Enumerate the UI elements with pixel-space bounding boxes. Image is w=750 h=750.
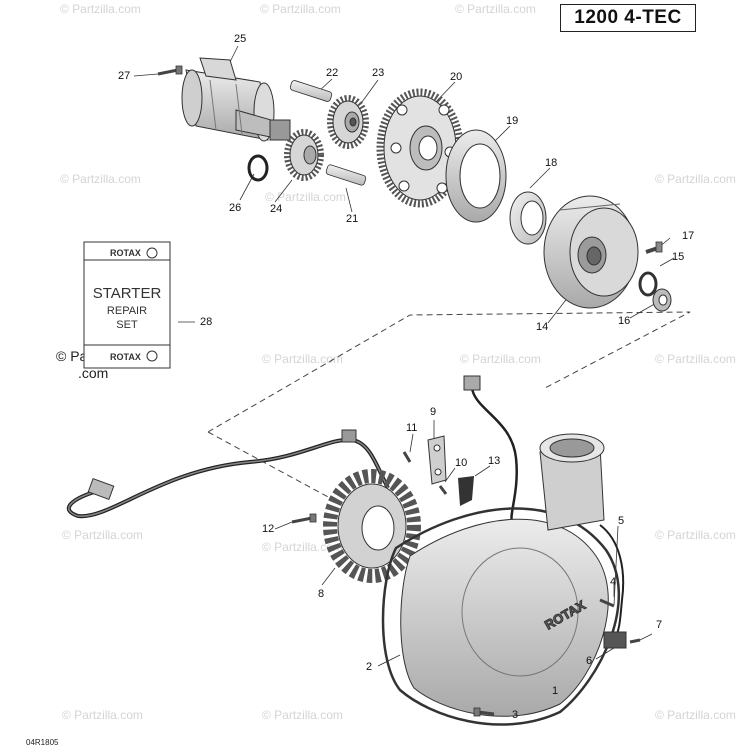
callout-9: 9 [430, 406, 436, 418]
callout-18: 18 [545, 157, 557, 169]
callout-25: 25 [234, 33, 246, 45]
callout-16: 16 [618, 315, 630, 327]
callout-4: 4 [610, 576, 616, 588]
callout-22: 22 [326, 67, 338, 79]
callout-5: 5 [618, 515, 624, 527]
screw-27 [157, 65, 183, 76]
callout-6: 6 [586, 655, 592, 667]
one-way-clutch-19 [445, 129, 507, 223]
model-title: 1200 4-TEC [574, 7, 682, 28]
callout-17: 17 [682, 230, 694, 242]
grommet-13 [458, 476, 474, 506]
callout-20: 20 [450, 71, 462, 83]
callout-12: 12 [262, 523, 274, 535]
callout-10: 10 [455, 457, 467, 469]
callout-1: 1 [552, 685, 558, 697]
callout-26: 26 [229, 202, 241, 214]
bushing-18 [509, 191, 547, 245]
callout-3: 3 [512, 709, 518, 721]
o-ring-26 [247, 154, 269, 182]
callout-7: 7 [656, 619, 662, 631]
gasket-2 [381, 507, 621, 726]
callout-11: 11 [406, 422, 417, 434]
retainer-plate-9 [427, 435, 447, 485]
starter-repair-set-box: ROTAX STARTER REPAIR SET ROTAX [83, 241, 171, 369]
nut-16 [652, 288, 672, 312]
flywheel-14 [543, 195, 639, 309]
bolt-17 [645, 241, 663, 254]
copyright-line: .com [78, 365, 109, 381]
callout-13: 13 [488, 455, 500, 467]
screw-12 [291, 513, 317, 524]
screw-10 [438, 485, 448, 495]
sensor-6 [603, 631, 627, 649]
repair-kit-line3: SET [116, 319, 138, 331]
callout-15: 15 [672, 251, 684, 263]
model-title-box: 1200 4-TEC [560, 4, 696, 32]
assembly-outline [207, 431, 331, 499]
callout-28: 28 [200, 316, 212, 328]
reference-code: 04R1805 [26, 738, 59, 747]
stator-8 [323, 469, 421, 583]
callout-19: 19 [506, 115, 518, 127]
repair-kit-brand: ROTAX [110, 248, 141, 258]
callout-14: 14 [536, 321, 548, 333]
wiring-harness [66, 375, 625, 641]
pin-21 [325, 164, 367, 186]
callout-27: 27 [118, 70, 130, 82]
pin-22 [289, 80, 333, 102]
screw-3 [473, 707, 495, 717]
repair-kit-line1: STARTER [93, 285, 162, 302]
repair-kit-brand-bottom: ROTAX [110, 352, 141, 362]
starter-motor [181, 57, 291, 142]
callout-23: 23 [372, 67, 384, 79]
callout-8: 8 [318, 588, 324, 600]
gear-24 [284, 129, 324, 181]
callout-2: 2 [366, 661, 372, 673]
washer-15 [638, 271, 658, 297]
screw-4 [599, 598, 615, 608]
callout-21: 21 [346, 213, 358, 225]
repair-kit-line2: REPAIR [107, 305, 147, 317]
callout-24: 24 [270, 203, 282, 215]
screw-7 [629, 638, 641, 644]
magneto-cover-1: ROTAX [400, 433, 609, 717]
gear-23 [327, 95, 369, 149]
screw-11 [402, 451, 412, 463]
assembly-outline [207, 311, 691, 433]
callout-numbers: 1 2 3 4 5 6 7 8 9 10 11 12 13 14 15 16 1… [118, 33, 694, 721]
